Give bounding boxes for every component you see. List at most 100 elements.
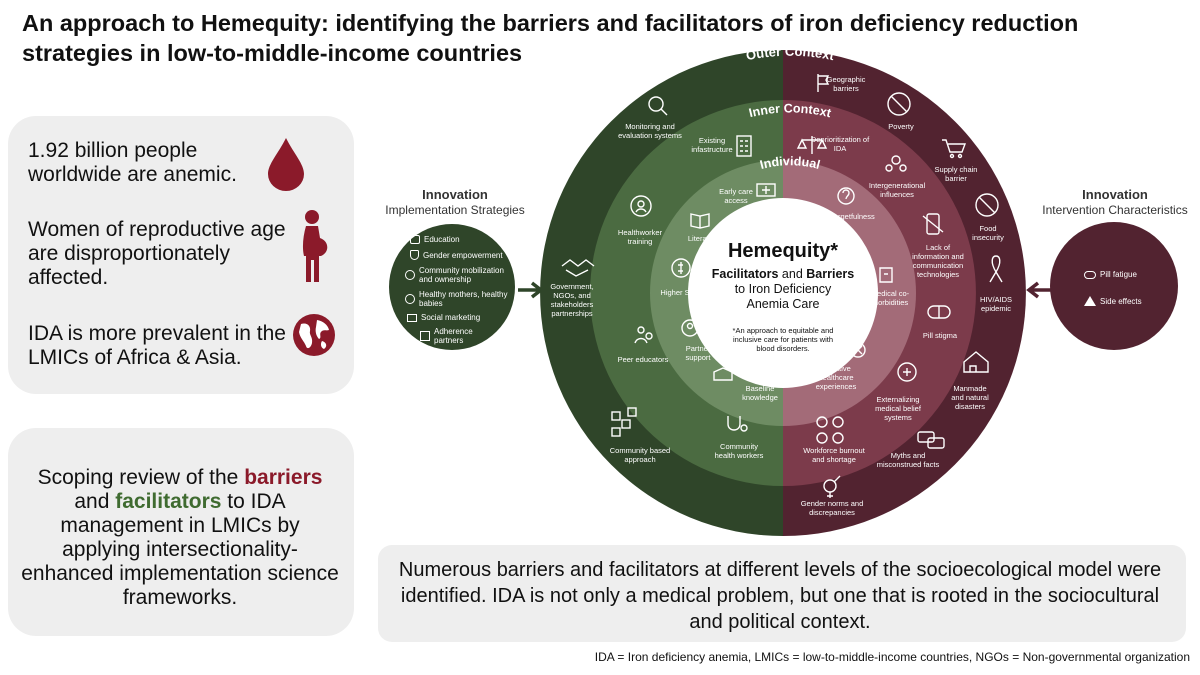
- warning-icon: [1084, 296, 1096, 306]
- facilitator-individual-label: Baseline knowledge: [742, 384, 778, 402]
- barrier-individual-label: Forgetfulness: [829, 212, 875, 221]
- intervention-circle: [1050, 222, 1178, 350]
- disaster-icon: [963, 351, 989, 373]
- barrier-outer-label: Food insecurity: [972, 224, 1004, 242]
- book-icon: [410, 235, 420, 244]
- barrier-outer-label: Poverty: [888, 122, 914, 131]
- barrier-inner-label: Pill stigma: [922, 331, 958, 340]
- megaphone-icon: [407, 313, 417, 322]
- impl-item-marketing: Social marketing: [407, 313, 507, 322]
- impl-item-community: Community mobilization and ownership: [405, 266, 509, 284]
- impl-item-gender: Gender empowerment: [410, 250, 510, 260]
- barrier-inner-label: Workforce burnout and shortage: [803, 446, 865, 464]
- center-facilitators-word: Facilitators: [711, 267, 779, 281]
- gear-person-icon: [630, 195, 652, 217]
- summary-card: [378, 545, 1186, 642]
- workforce-icon: [816, 416, 844, 444]
- medical-icon: [879, 267, 893, 283]
- impl-item-label: Gender empowerment: [423, 250, 503, 260]
- facilitator-outer-label: Government, NGOs, and stakeholders partn…: [550, 282, 594, 318]
- interv-item-pill-fatigue: Pill fatigue: [1084, 270, 1137, 279]
- money-icon: [671, 258, 691, 278]
- scoping-text-part1: Scoping review of the: [37, 466, 245, 489]
- impl-item-label: Social marketing: [421, 313, 481, 322]
- facilitator-inner-label: Healthworker training: [617, 228, 663, 246]
- no-food-icon: [975, 193, 999, 217]
- belief-icon: [897, 362, 917, 382]
- impl-item-education: Education: [410, 235, 510, 244]
- footnote: IDA = Iron deficiency anemia, LMICs = lo…: [594, 650, 1190, 664]
- ribbon-icon: [989, 255, 1003, 283]
- pill-icon: [1084, 270, 1096, 279]
- facilitator-outer-label: Monitoring and evaluation systems: [618, 122, 682, 140]
- knowledge-icon: [713, 367, 733, 381]
- stethoscope-icon: [727, 416, 748, 432]
- facilitator-inner-label: Existing infastructure: [691, 136, 733, 154]
- impl-item-adherence: Adherence partners: [420, 327, 500, 345]
- barrier-individual-label: Negative healthcare experiences: [815, 364, 857, 391]
- facilitator-individual-label: Higher SES: [660, 288, 700, 297]
- interv-item-label: Pill fatigue: [1100, 270, 1137, 279]
- shield-icon: [410, 250, 419, 260]
- pregnant-woman-icon: [302, 210, 328, 282]
- gender-icon: [823, 475, 841, 498]
- flag-icon: [817, 74, 830, 92]
- blood-drop-icon: [268, 138, 304, 191]
- barrier-outer-label: Myths and misconstrued facts: [876, 451, 940, 469]
- implementation-heading-sub: Implementation Strategies: [385, 203, 525, 217]
- center-title: Hemequity*: [727, 240, 839, 262]
- summary-text: Numerous barriers and facilitators at di…: [398, 559, 1162, 633]
- impl-item-label: Education: [424, 235, 460, 244]
- implementation-circle: [389, 224, 515, 350]
- people-icon: [405, 270, 415, 280]
- chat-icon: [917, 431, 945, 449]
- magnifier-icon: [648, 96, 668, 116]
- right-arrow-icon: [1026, 281, 1052, 299]
- barrier-outer-label: Supply chain barrier: [934, 165, 978, 183]
- facilitator-outer-label: Community based approach: [609, 446, 671, 464]
- barrier-inner-label: Lack of information and communication te…: [912, 243, 964, 279]
- center-line3: Anemia Care: [746, 297, 820, 311]
- center-line2: to Iron Deficiency: [734, 282, 832, 296]
- facilitator-individual-label: Early care access: [719, 187, 753, 205]
- center-subtitle: Facilitators and Barriers to Iron Defici…: [700, 267, 866, 312]
- cart-icon: [942, 139, 967, 159]
- interv-item-label: Side effects: [1100, 296, 1142, 306]
- intervention-heading-sub: Intervention Characteristics: [1042, 203, 1188, 217]
- page-title: An approach to Hemequity: identifying th…: [22, 10, 1079, 66]
- scoping-barriers-word: barriers: [244, 466, 323, 489]
- barrier-outer-label: Manmade and natural disasters: [951, 384, 989, 411]
- impl-item-label: Community mobilization and ownership: [419, 266, 504, 284]
- impl-item-label: Healthy mothers, healthy babies: [419, 290, 508, 308]
- anemic-stat: 1.92 billion people worldwide are anemic…: [28, 139, 237, 186]
- scoping-text: Scoping review of the barriers and facil…: [20, 466, 340, 610]
- clinic-icon: [756, 183, 776, 197]
- no-phone-icon: [922, 213, 944, 235]
- ida-prevalence-stat: IDA is more prevalent in the LMICs of Af…: [28, 322, 286, 369]
- women-stat: Women of reproductive age are disproport…: [28, 218, 286, 289]
- grid-community-icon: [611, 407, 637, 437]
- barrier-outer-label: HIV/AIDS epidemic: [979, 295, 1013, 313]
- implementation-heading-title: Innovation: [422, 187, 488, 202]
- intervention-heading-title: Innovation: [1082, 187, 1148, 202]
- barrier-inner-label: Deprioritization of IDA: [810, 135, 870, 153]
- question-icon: [837, 187, 855, 205]
- building-icon: [736, 135, 752, 157]
- facilitator-inner-label: Peer educators: [617, 355, 669, 364]
- facilitator-inner-label: Community health workers: [714, 442, 764, 460]
- barrier-inner-label: Intergenerational influences: [868, 181, 926, 199]
- scoping-facilitators-word: facilitators: [115, 490, 222, 513]
- scales-icon: [796, 136, 828, 154]
- scoping-card: [8, 428, 354, 636]
- barrier-outer-label: Gender norms and discrepancies: [800, 499, 864, 517]
- center-circle: [688, 198, 878, 388]
- center-note: *An approach to equitable and inclusive …: [732, 326, 834, 353]
- pill-icon: [927, 305, 951, 319]
- impl-item-mothers: Healthy mothers, healthy babies: [405, 290, 509, 308]
- center-and-word: and: [778, 267, 807, 281]
- inner-context-title: Inner Context: [747, 101, 833, 120]
- barrier-individual-label: Medical co-morbidities: [870, 289, 910, 307]
- group-icon: [634, 326, 653, 344]
- facilitator-individual-label: Literacy: [687, 234, 715, 243]
